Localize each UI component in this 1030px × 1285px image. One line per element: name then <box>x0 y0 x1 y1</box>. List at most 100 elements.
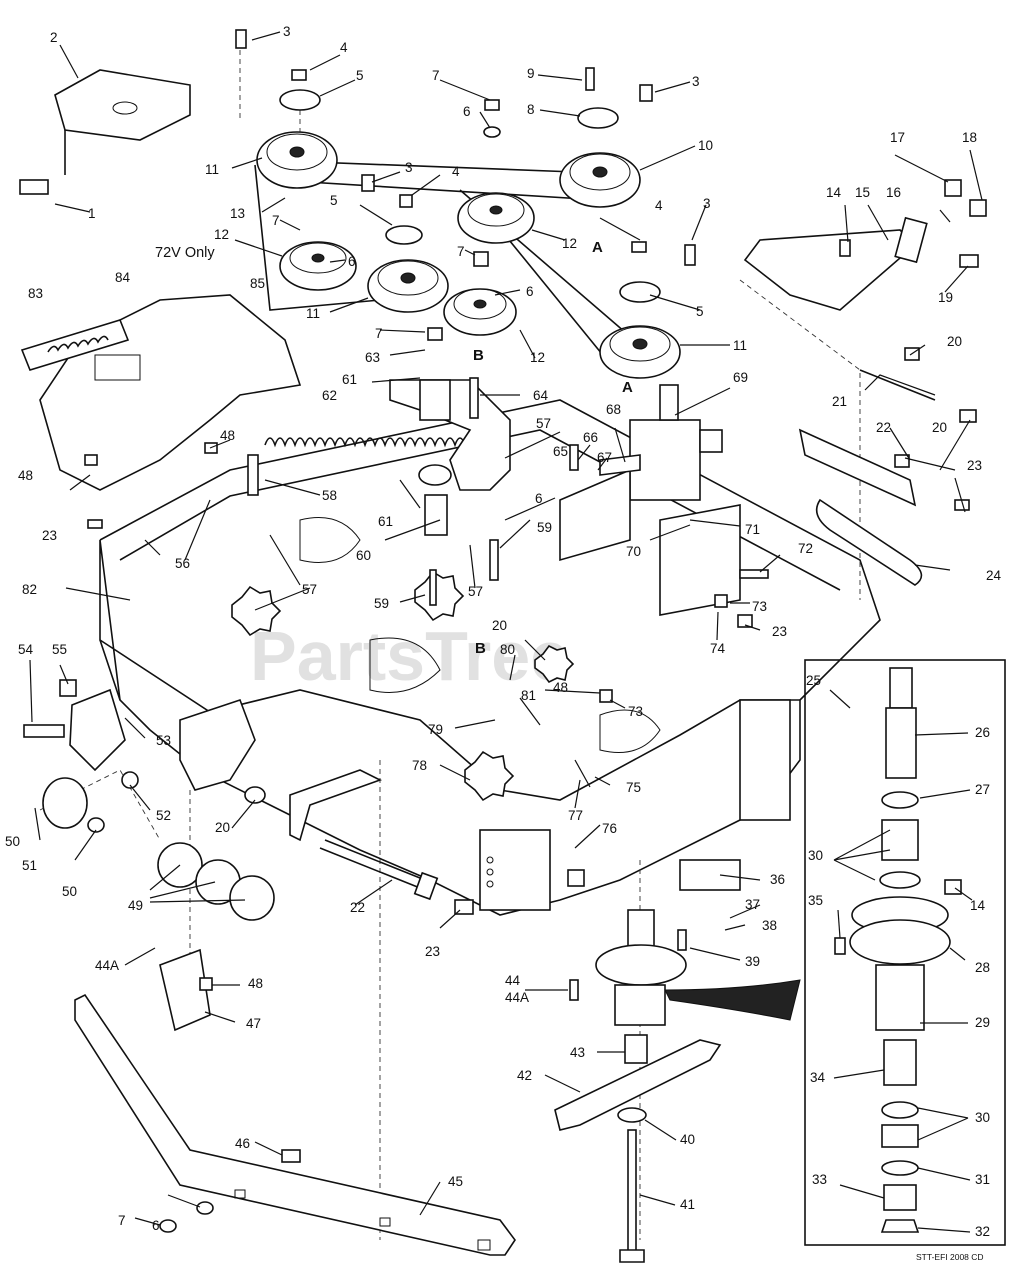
callout-59: 59 <box>537 520 552 535</box>
callout-44: 44 <box>505 973 521 988</box>
callout-20: 20 <box>932 420 947 435</box>
callout-37: 37 <box>745 897 760 912</box>
callout-24: 24 <box>986 568 1002 583</box>
callout-6: 6 <box>152 1218 160 1233</box>
callout-6: 6 <box>535 491 543 506</box>
callout-8: 8 <box>527 102 535 117</box>
section-a-label: A <box>622 379 633 396</box>
watermark-text: PartsTree <box>250 617 569 695</box>
callout-12: 12 <box>530 350 545 365</box>
callout-50: 50 <box>62 884 77 899</box>
callout-21: 21 <box>832 394 847 409</box>
callout-29: 29 <box>975 1015 990 1030</box>
callout-10: 10 <box>698 138 713 153</box>
callout-68: 68 <box>606 402 621 417</box>
callout-7: 7 <box>375 326 383 341</box>
anti-scalp-rollers <box>743 216 936 586</box>
front-bumper <box>74 948 516 1256</box>
callout-40: 40 <box>680 1132 695 1147</box>
belt-drive <box>254 89 681 379</box>
callout-23: 23 <box>42 528 57 543</box>
annotations: 72V Only A A B B STT-EFI 2008 CD <box>155 239 984 1262</box>
callout-57: 57 <box>302 582 317 597</box>
callout-59: 59 <box>374 596 389 611</box>
pulley-72v <box>279 241 357 291</box>
callout-61: 61 <box>342 372 357 387</box>
callout-78: 78 <box>412 758 427 773</box>
callout-11: 11 <box>733 338 747 353</box>
callout-20: 20 <box>492 618 507 633</box>
callout-45: 45 <box>448 1174 463 1189</box>
callout-11: 11 <box>205 162 219 177</box>
callout-38: 38 <box>762 918 777 933</box>
callout-16: 16 <box>886 185 901 200</box>
callout-39: 39 <box>745 954 760 969</box>
callout-46: 46 <box>235 1136 250 1151</box>
leader-lines <box>29 31 983 1233</box>
callout-75: 75 <box>626 780 641 795</box>
callout-3: 3 <box>405 160 413 175</box>
footer-code: STT-EFI 2008 CD <box>916 1252 984 1262</box>
callout-4: 4 <box>452 164 460 179</box>
section-b-label: B <box>473 347 484 364</box>
discharge-chute <box>20 294 302 491</box>
callout-81: 81 <box>521 688 536 703</box>
model-note: 72V Only <box>155 245 215 261</box>
callout-11: 11 <box>306 306 320 321</box>
callout-36: 36 <box>770 872 785 887</box>
callout-43: 43 <box>570 1045 585 1060</box>
callout-22: 22 <box>876 420 891 435</box>
callout-7: 7 <box>457 244 465 259</box>
callout-23: 23 <box>425 944 440 959</box>
pulley-top-left <box>256 131 338 189</box>
callout-3: 3 <box>703 196 711 211</box>
pulley-right-spindle <box>599 325 681 379</box>
callout-41: 41 <box>680 1197 695 1212</box>
callout-labels: 1 2 3 3 3 3 4 4 4 5 5 5 6 6 6 6 6 7 7 7 … <box>5 24 1002 1239</box>
callout-85: 85 <box>250 276 265 291</box>
callout-6: 6 <box>348 254 356 269</box>
callout-6: 6 <box>463 104 471 119</box>
callout-32: 32 <box>975 1224 990 1239</box>
callout-30: 30 <box>975 1110 990 1125</box>
callout-51: 51 <box>22 858 37 873</box>
callout-82: 82 <box>22 582 37 597</box>
callout-72: 72 <box>798 541 813 556</box>
callout-55: 55 <box>52 642 67 657</box>
callout-48: 48 <box>248 976 263 991</box>
callout-20: 20 <box>215 820 230 835</box>
callout-31: 31 <box>975 1172 990 1187</box>
callout-44a: 44A <box>95 958 119 973</box>
callout-49: 49 <box>128 898 143 913</box>
callout-50: 50 <box>5 834 20 849</box>
callout-44a: 44A <box>505 990 529 1005</box>
callout-14: 14 <box>826 185 842 200</box>
mower-blade <box>554 1034 722 1263</box>
pulley-left-spindle <box>367 259 449 313</box>
callout-57: 57 <box>536 416 551 431</box>
section-a-label: A <box>592 239 603 256</box>
callout-35: 35 <box>808 893 823 908</box>
callout-74: 74 <box>710 641 726 656</box>
callout-77: 77 <box>568 808 583 823</box>
deck-shell <box>99 399 881 916</box>
callout-42: 42 <box>517 1068 532 1083</box>
gearbox <box>559 384 741 616</box>
callout-20: 20 <box>947 334 962 349</box>
callout-25: 25 <box>806 673 821 688</box>
callout-9: 9 <box>527 66 535 81</box>
callout-5: 5 <box>330 193 338 208</box>
idler-arm <box>389 379 511 536</box>
callout-53: 53 <box>156 733 171 748</box>
section-b-label: B <box>475 640 486 657</box>
chute-spring <box>47 335 109 353</box>
callout-17: 17 <box>890 130 905 145</box>
callout-30: 30 <box>808 848 823 863</box>
callout-84: 84 <box>115 270 131 285</box>
callout-4: 4 <box>340 40 348 55</box>
callout-63: 63 <box>365 350 380 365</box>
callout-33: 33 <box>812 1172 827 1187</box>
pulley-top-right <box>559 152 641 208</box>
callout-69: 69 <box>733 370 748 385</box>
